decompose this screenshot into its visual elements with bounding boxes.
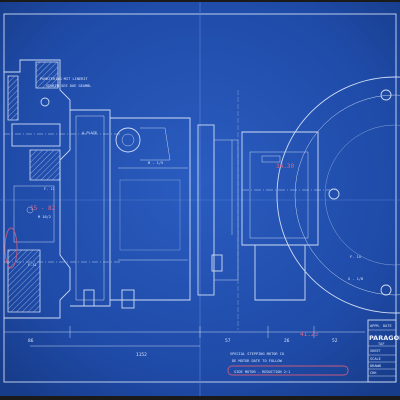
caption-line-2: DE MOTOR DATE TO FOLLOW bbox=[232, 359, 283, 363]
bracket-assembly bbox=[110, 90, 239, 330]
title-block-header: APPR. DATE bbox=[370, 324, 392, 328]
thread-label: M 16/2 bbox=[38, 215, 51, 219]
right-label: F. 14 bbox=[350, 255, 361, 259]
dimension-lines bbox=[4, 326, 365, 347]
note-top-2: GEWEIN SEE DUE GEAMBL bbox=[46, 84, 91, 88]
caption-line-1: SPECIAL STEPPING MOTOR CO bbox=[230, 352, 284, 356]
caption-line-3: SIDE MOTOR - REDUCTION 2:1 bbox=[234, 370, 290, 374]
lower-label: F-31 bbox=[28, 263, 37, 267]
title-block-row-1: SHEET bbox=[370, 349, 382, 353]
dimension-mid-2: 57 bbox=[225, 338, 231, 344]
title-block-row-2: SCALE bbox=[370, 357, 381, 361]
shaft-label: A PLATE bbox=[82, 131, 97, 135]
dimension-left: 86 bbox=[28, 338, 34, 344]
gearbox-section-view bbox=[4, 59, 135, 319]
caption-red-box bbox=[227, 365, 349, 376]
right-label-2: G - 1/8 bbox=[348, 277, 363, 281]
dimension-mid-3: 26 bbox=[284, 338, 290, 344]
red-highlight-oval bbox=[4, 227, 18, 269]
end-view-circle bbox=[276, 76, 400, 314]
title-block-row-3: DRAWN bbox=[370, 364, 381, 368]
title-block-sub: TAF bbox=[378, 342, 385, 346]
red-mark-mid: 34.30 bbox=[276, 163, 294, 170]
red-mark-bottom: 41.23 bbox=[300, 331, 318, 338]
note-top-1: PUNKTERING MIT LINERIT bbox=[40, 77, 88, 81]
motor-flange bbox=[231, 131, 330, 301]
bearing-label: B - 1/5 bbox=[148, 161, 163, 165]
dimension-right: 52 bbox=[332, 338, 338, 344]
title-block-name: PARAGON bbox=[369, 334, 400, 342]
annotations: PUNKTERING MIT LINERIT GEWEIN SEE DUE GE… bbox=[28, 77, 363, 376]
title-block: APPR. DATE PARAGON TAF SHEET SCALE DRAWN… bbox=[367, 319, 400, 383]
title-block-row-4: CHK bbox=[370, 371, 377, 375]
flange-label: F. 11 bbox=[44, 187, 55, 191]
red-mark-upper: 15 - 82 bbox=[30, 205, 56, 212]
dimension-mid-1: 1152 bbox=[136, 352, 147, 358]
